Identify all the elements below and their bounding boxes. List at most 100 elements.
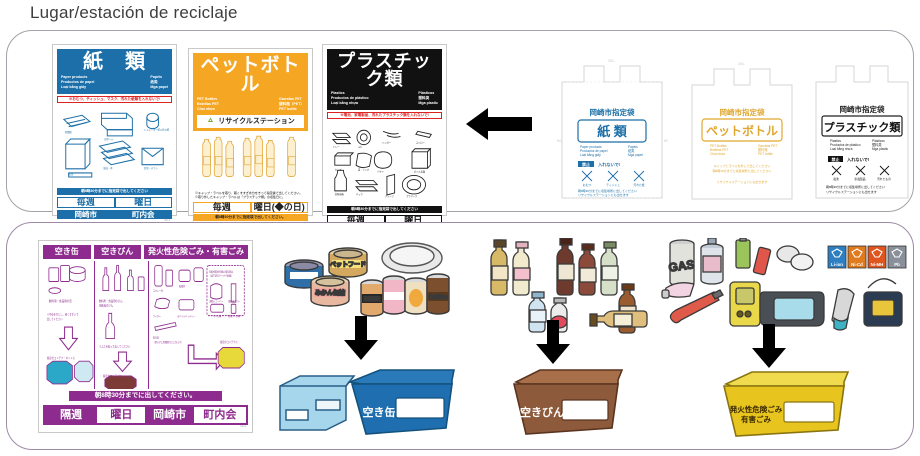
svg-text:モバイルバッテリー: モバイルバッテリー (177, 313, 196, 317)
poster-hazard-when: 朝8時30分までに出してください。 (69, 390, 222, 401)
poster-pet-illustrations (193, 130, 308, 190)
svg-text:Loại bằng nhựa: Loại bằng nhựa (830, 146, 853, 151)
svg-text:PET Bottles: PET Bottles (710, 144, 727, 148)
poster-plastic-title: プラスチック類 (337, 51, 432, 89)
svg-text:Loại bằng giấy: Loại bằng giấy (580, 152, 601, 157)
bag-plastic-category: プラスチック類 (824, 120, 902, 134)
svg-text:リサイクルステーションにも出せます: リサイクルステーションにも出せます (578, 192, 629, 197)
svg-text:乾電池: 乾電池 (179, 284, 186, 288)
svg-text:ストロー: ストロー (416, 141, 426, 145)
svg-text:Chai nhựa: Chai nhựa (710, 152, 725, 156)
arrow-left-icon (466, 106, 532, 142)
svg-text:纸类: 纸类 (628, 148, 635, 153)
svg-text:カップ: カップ (335, 167, 342, 171)
svg-text:電動歯ブラシ: 電動歯ブラシ (228, 299, 240, 303)
poster-paper-day: 曜日 (114, 197, 172, 209)
poster-pet-subtitle-left: PET Bottles Botellas PET Chai nhựa (197, 97, 219, 112)
svg-text:ティッシュ: ティッシュ (606, 183, 620, 187)
svg-text:おむつ: おむつ (583, 183, 592, 187)
bag-plastic-city-label: 岡崎市指定袋 (840, 104, 885, 114)
poster-hazard-code: No.4 (240, 425, 246, 428)
svg-text:Li-ion: Li-ion (831, 262, 843, 267)
poster-paper-title: 紙 類 (83, 51, 146, 73)
svg-text:入れないで!: 入れないで! (846, 156, 869, 163)
poster-hazard-schedule-row: 隔週 曜日 岡崎市 町内会 (43, 405, 248, 425)
group-cans: ペットフード みかん缶詰 BEER (276, 238, 462, 438)
bin-cans-svg: 空き缶 (279, 369, 455, 435)
bin-bottles-label: 空きびん (520, 405, 564, 419)
poster-plastic-subtitle-right: Plásticos 塑料类 Mga plastic (418, 91, 438, 106)
svg-text:朝8時30分までに収集場所に出してください: 朝8時30分までに収集場所に出してください (713, 168, 772, 173)
svg-text:（割らずに新聞紙などに包んで）: （割らずに新聞紙などに包んで） (153, 340, 183, 344)
bag-pet-city-label: 岡崎市指定袋 (720, 107, 765, 117)
svg-text:パック: パック (356, 192, 363, 196)
poster-paper: 紙 類 Paper products Productos de papel Lo… (52, 44, 177, 222)
svg-text:塑料瓶: 塑料瓶 (758, 147, 768, 152)
svg-text:朝8時30分までに収集場所に出してください: 朝8時30分までに収集場所に出してください (826, 184, 885, 189)
svg-text:封筒・チラシ: 封筒・チラシ (144, 166, 158, 170)
poster-paper-header: 紙 類 Paper products Productos de papel Lo… (57, 49, 172, 94)
svg-text:Plastics: Plastics (830, 139, 841, 143)
svg-text:禁止: 禁止 (581, 161, 590, 167)
svg-text:ふた: ふた (358, 145, 363, 149)
svg-text:バケツ: バケツ (377, 169, 384, 173)
svg-text:リサイクルステーションにも出せます: リサイクルステーションにも出せます (826, 189, 877, 194)
poster-plastic-warning: ※電池、家電製品、汚れたプラスチック類を入れないで! (327, 111, 442, 120)
poster-pet-bottles: ペットボトル PET Bottles Botellas PET Chai nhự… (188, 48, 313, 236)
bin-hazard-label-line1: 発火性危険ごみ (729, 404, 783, 414)
poster-paper-association: 町内会 (114, 209, 172, 220)
svg-text:段ボール: 段ボール (104, 137, 114, 141)
poster-plastic-illustrations: トレーふたハンガーストロー カップ袋・ラップバケツボトル容器 洗剤容器パックチュ… (327, 119, 442, 205)
bag-paper-city-label: 岡崎市指定袋 (590, 107, 635, 117)
poster-pet-title: ペットボトル (200, 55, 301, 95)
svg-text:充電式電池内蔵の電気製品: 充電式電池内蔵の電気製品 (209, 269, 234, 273)
svg-text:塑料类: 塑料类 (872, 142, 882, 147)
poster-paper-subtitle-left: Paper products Productos de papel Loại b… (61, 75, 95, 90)
group-bottles-items (490, 237, 648, 334)
svg-text:60: 60 (664, 138, 668, 143)
poster-paper-illustrations: 新聞紙 段ボール シュレッダー紙以外の紙 紙袋 雑誌・本 封筒・チラシ (57, 103, 172, 187)
poster-plastics: プラスチック類 Plastics Productos de plástico L… (322, 44, 447, 240)
bin-cans: 空き缶 (276, 364, 462, 443)
svg-text:ライター: ライター (153, 313, 162, 317)
svg-text:袋・ラップ: 袋・ラップ (358, 167, 370, 171)
poster-hazard-tab-bottles: 空きびん (93, 245, 141, 259)
svg-text:Papéis: Papéis (628, 145, 638, 149)
svg-text:Plásticos: Plásticos (872, 139, 885, 143)
svg-text:洗剤容器: 洗剤容器 (335, 192, 345, 196)
svg-text:携帯ゲーム機: 携帯ゲーム機 (228, 313, 240, 317)
svg-text:指定のコンテナに: 指定のコンテナに (220, 340, 238, 344)
svg-text:Mga plastic: Mga plastic (872, 147, 889, 151)
poster-paper-warning: ※おむつ、ティッシュ、マスク、汚れた紙類を入れないで! (57, 95, 172, 104)
group-cans-items: ペットフード みかん缶詰 BEER (284, 242, 450, 317)
svg-text:ボトル容器: ボトル容器 (414, 169, 426, 173)
svg-text:35L: 35L (738, 61, 745, 66)
poster-hazard-col-bottles: 飲料用・食品用のびん、 化粧品のびん ※ふたを取って出してください 指定のコンテ… (97, 261, 149, 391)
svg-text:飲料用・食品用の缶: 飲料用・食品用の缶 (49, 299, 72, 303)
group-hazard: GAS (660, 237, 910, 438)
poster-plastic-when: 朝8時30分までに指定袋で出してください (327, 206, 442, 213)
svg-text:Garrafas PET: Garrafas PET (758, 144, 778, 148)
group-hazard-items: GAS (661, 237, 907, 331)
bin-bottles-svg: 空きびん (512, 369, 624, 435)
bag-paper-category: 紙 類 (597, 124, 628, 139)
poster-pet-subtitle-right: Garrafas PET 塑料瓶（PET） PET bottle (279, 97, 304, 112)
svg-text:みかん缶詰: みかん缶詰 (315, 289, 345, 297)
svg-text:シュレッダー紙以外の紙: シュレッダー紙以外の紙 (144, 128, 170, 132)
poster-paper-when: 朝8時30分までに指定袋で出してください (57, 188, 172, 195)
poster-plastic-header: プラスチック類 Plastics Productos de plástico L… (327, 49, 442, 110)
svg-text:朝8時30分までに収集場所に出してください: 朝8時30分までに収集場所に出してください (578, 188, 637, 193)
svg-text:禁止: 禁止 (831, 156, 840, 162)
svg-text:紙袋: 紙袋 (69, 172, 74, 176)
svg-text:飲料用・食品用のびん、: 飲料用・食品用のびん、 (99, 299, 125, 303)
svg-text:Productos de papel: Productos de papel (580, 149, 608, 153)
svg-text:電池: 電池 (833, 177, 839, 181)
svg-text:（端子部をテープで絶縁）: （端子部をテープで絶縁） (209, 273, 233, 277)
svg-text:Pb: Pb (894, 262, 900, 267)
poster-pet-header: ペットボトル PET Bottles Botellas PET Chai nhự… (193, 53, 308, 131)
svg-text:プラマーク: プラマーク (406, 194, 417, 198)
